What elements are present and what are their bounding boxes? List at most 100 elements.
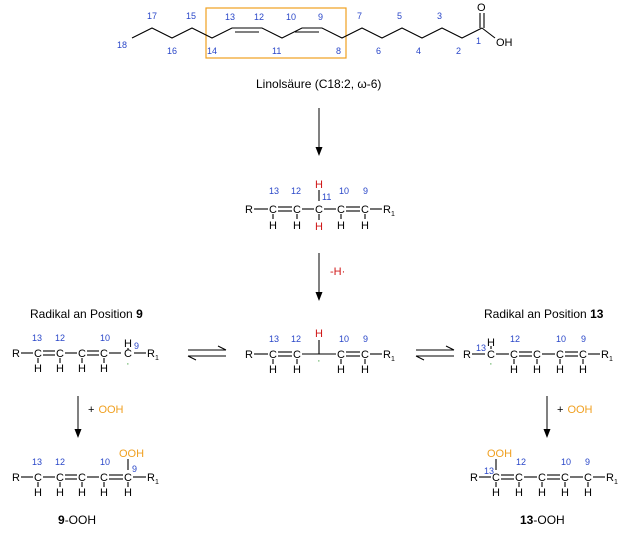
r1-group: R1	[147, 348, 159, 362]
number-9: 9	[585, 457, 590, 467]
atom-c12: C	[293, 204, 301, 216]
atom-c13: C	[492, 472, 500, 484]
atom-h10: H	[100, 363, 108, 375]
atom-h9: H	[579, 364, 587, 376]
carbon-number-15: 15	[186, 11, 196, 21]
number-13: 13	[32, 333, 42, 343]
r-group: R	[12, 472, 20, 484]
atom-h12: H	[293, 364, 301, 376]
atom-c11: C	[315, 204, 323, 216]
atom-c13: C	[269, 204, 277, 216]
atom-c12: C	[510, 349, 518, 361]
arrow-down-1	[315, 108, 323, 156]
number-10: 10	[100, 333, 110, 343]
atom-h11: H	[78, 487, 86, 499]
atom-c12: C	[515, 472, 523, 484]
r1-group: R1	[606, 472, 618, 486]
carbon-number-18: 18	[117, 40, 127, 50]
number-13: 13	[32, 457, 42, 467]
radical-dot-11: ·	[317, 355, 321, 367]
linoleic-acid-caption: Linolsäure (C18:2, ω-6)	[256, 77, 381, 91]
atom-c12: C	[293, 349, 301, 361]
atom-c10: C	[556, 349, 564, 361]
atom-h10: H	[556, 364, 564, 376]
number-13: 13	[484, 466, 494, 476]
carbon-number-1: 1	[476, 36, 481, 46]
carbon-number-10: 10	[286, 12, 296, 22]
radical-dot-13: ·	[489, 358, 493, 370]
carbon-number-8: 8	[336, 46, 341, 56]
atom-h9: H	[584, 487, 592, 499]
r-group: R	[245, 349, 253, 361]
number-12: 12	[291, 186, 301, 196]
atom-h11: H	[315, 328, 323, 340]
atom-c11: C	[78, 348, 86, 360]
r1-group: R1	[601, 349, 613, 363]
equilibrium-arrows-left	[187, 345, 227, 361]
radical-dot-9: ·	[126, 358, 130, 370]
number-9: 9	[134, 341, 139, 351]
atom-c10: C	[337, 204, 345, 216]
carboxyl-oxygen: O	[477, 2, 486, 14]
equilibrium-arrows-right	[415, 345, 455, 361]
carbon-number-2: 2	[456, 46, 461, 56]
number-9: 9	[132, 464, 137, 474]
number-12: 12	[291, 334, 301, 344]
double-bond-region-box	[205, 7, 347, 59]
r-group: R	[470, 472, 478, 484]
carbon-number-16: 16	[167, 46, 177, 56]
atom-c9: C	[584, 472, 592, 484]
number-12: 12	[55, 457, 65, 467]
r-group: R	[463, 349, 471, 361]
atom-c13: C	[34, 472, 42, 484]
carboxyl-hydroxyl: OH	[496, 37, 513, 49]
atom-c13: C	[487, 349, 495, 361]
atom-c10: C	[100, 472, 108, 484]
atom-h11: H	[538, 487, 546, 499]
number-12: 12	[516, 457, 526, 467]
atom-h9: H	[361, 364, 369, 376]
number-10: 10	[556, 334, 566, 344]
add-ooh-right-label: +OOH	[557, 404, 593, 416]
add-ooh-left-label: +OOH	[88, 404, 124, 416]
carbon-number-7: 7	[357, 11, 362, 21]
atom-h13-top: H	[487, 337, 495, 349]
carbon-number-9: 9	[318, 12, 323, 22]
r1-group: R1	[383, 204, 395, 218]
carbon-chain	[131, 27, 483, 39]
ooh-group-9: OOH	[119, 448, 144, 460]
central-radical-structure: R C C H · C C R1 H H H H 13 12 10 9	[245, 328, 395, 376]
atom-c10: C	[100, 348, 108, 360]
number-9: 9	[581, 334, 586, 344]
carbon-number-12: 12	[254, 12, 264, 22]
carbon-number-11: 11	[272, 46, 281, 56]
atom-h9: H	[124, 338, 132, 350]
fragment-structure: R C C C C C R1 H H H H H H 13 12 11 10 9	[245, 179, 395, 233]
arrow-down-2: -H·	[315, 253, 345, 301]
number-12: 12	[510, 334, 520, 344]
carbon-number-13: 13	[225, 12, 235, 22]
number-9: 9	[363, 334, 368, 344]
r1-group: R1	[147, 472, 159, 486]
ooh-group-13: OOH	[487, 448, 512, 460]
product-13-ooh-structure: R 13 C C C C C R1 H H H H H OOH 12 10 9	[470, 448, 618, 499]
r-group: R	[12, 348, 20, 360]
product-13-ooh-label: 13-OOH	[520, 513, 565, 527]
atom-h13: H	[269, 220, 277, 232]
number-10: 10	[100, 457, 110, 467]
carbon-number-4: 4	[416, 46, 421, 56]
atom-h11: H	[533, 364, 541, 376]
number-13: 13	[269, 334, 279, 344]
number-10: 10	[561, 457, 571, 467]
atom-c11: C	[533, 349, 541, 361]
atom-h9: H	[124, 487, 132, 499]
arrow-down-left: +OOH	[74, 396, 124, 438]
atom-c13: C	[269, 349, 277, 361]
atom-h12: H	[56, 363, 64, 375]
atom-c11: C	[78, 472, 86, 484]
right-radical-title: Radikal an Position 13	[484, 307, 604, 321]
atom-h9: H	[361, 220, 369, 232]
atom-h11-top: H	[315, 179, 323, 191]
atom-h12: H	[515, 487, 523, 499]
